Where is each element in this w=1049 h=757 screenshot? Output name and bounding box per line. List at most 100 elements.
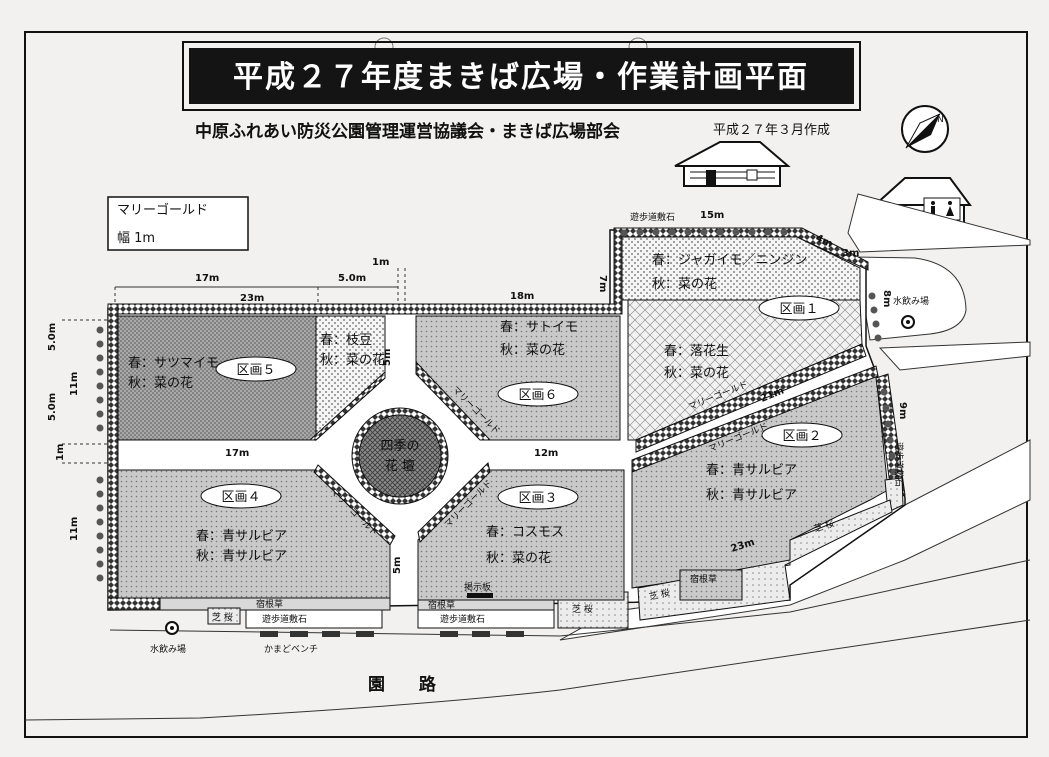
zone5-side-spring: 春：枝豆 [320,333,372,348]
zone3-autumn: 秋：菜の花 [486,550,551,566]
dim-17m-top: 17m [195,273,219,284]
dim-17m-mid: 17m [225,448,249,459]
zone4-name-badge [200,483,282,509]
dim-9m: 9m [897,402,908,419]
water-fountain-icon [901,315,915,329]
dim-8m: 8m [881,290,892,307]
zone3-name: 区画３ [518,491,557,506]
dim-1m-left: 1m [55,444,66,461]
sekkonso-right-bed [679,569,743,601]
legend-name: マリーゴールド [117,202,208,218]
zone5-border [308,370,386,441]
stepping-right-label: 遊歩道敷石 [893,442,905,487]
sheet-frame [24,31,1028,738]
water-area-path [855,256,967,341]
compass-icon: N [901,105,949,153]
dim-23m: 23m [240,293,264,304]
dim-12m: 12m [534,448,558,459]
bench-icon [260,631,524,637]
sekkonso-mid-label: 宿根草 [428,599,455,611]
zone5-name-badge [215,356,297,382]
center-bed-line1: 四季の [380,439,419,454]
zone1-top-spring: 春：ジャガイモ／ニンジン [652,253,807,268]
dim-5m-vertical-bottom: 5m [392,557,403,574]
marigold-dots-left [96,326,104,582]
zone1-top-autumn: 秋：菜の花 [652,276,717,292]
stepping-top-label: 遊歩道敷石 [630,211,675,223]
zone2-spring: 春：青サルビア [706,463,797,478]
zone3-name-badge [497,484,579,510]
zone6-name: 区画６ [518,388,557,403]
east-path [878,341,1031,371]
zone2-border-top [631,365,879,473]
center-flower-bed [358,414,442,498]
zone3-spring: 春：コスモス [486,525,564,540]
lawn-label-small: 芝 桜 [212,611,233,623]
sekkonso-right-label: 宿根草 [690,573,717,585]
stepping-bottom-left-label: 遊歩道敷石 [262,613,307,625]
dim-5m-top: 5.0m [338,273,366,284]
dim-5m-left-b: 5.0m [47,393,58,421]
north-path [847,193,1031,253]
road-label: 園 路 [368,674,450,695]
notice-board-icon [467,593,493,598]
zone1-autumn: 秋：菜の花 [664,365,729,381]
zone6-name-badge [497,381,579,407]
stepping-bottom-left-strip [245,609,383,629]
zone5-side-autumn: 秋：菜の花 [320,352,385,368]
log-house-icon [674,141,791,187]
zone5-spring: 春：サツマイモ [128,356,219,371]
dim-1m-top: 1m [372,257,389,268]
zone4-border [313,464,396,546]
zone1-name-badge [758,295,840,321]
dimension-guides-left [62,319,108,464]
zone1-border [635,343,867,453]
water-left-label: 水飲み場 [150,643,186,655]
dim-11m-left-a: 11m [69,372,80,396]
notice-board-label: 掲示板 [464,581,491,593]
road-edge-bottom [24,619,1031,721]
dim-3m: 3m [842,248,859,259]
zone1-spring: 春：落花生 [664,343,729,359]
stepping-bottom-right-strip [417,609,555,629]
zone4-bed [117,469,391,599]
lawn-label-left: 芝 桜 [572,603,593,615]
sekkonso-left-label: 宿根草 [256,598,283,610]
dim-5m-left-a: 5.0m [47,323,58,351]
zone1-name: 区画１ [779,302,818,317]
title-frame [182,41,861,111]
zone4-autumn: 秋：青サルビア [196,549,287,564]
legend-width: 幅 1m [117,231,155,246]
legend-box [107,196,249,251]
bench-label: かまどベンチ [264,644,318,655]
center-bed-line2: 花 壇 [385,458,415,474]
zone2-autumn: 秋：青サルビア [706,488,797,503]
compass-north-label: N [937,115,944,125]
zone6-border [415,360,492,441]
zone2-name-badge [761,422,843,448]
dim-5m-vertical-top: 5m [382,349,393,366]
title-banner [189,48,854,104]
dim-7m: 7m [597,275,608,292]
zone1-upper-bed [621,236,861,301]
zone2-name: 区画２ [782,429,821,444]
dim-18m: 18m [510,291,534,302]
marigold-dots-right [868,292,898,476]
water-right-label: 水飲み場 [893,295,929,307]
stepping-bottom-right-label: 遊歩道敷石 [440,613,485,625]
zone4-spring: 春：青サルビア [196,529,287,544]
page-title: 平成２７年度まきば広場・作業計画平面 [233,60,809,95]
lawn-small-bed [207,607,241,625]
zone6-spring: 春：サトイモ [500,320,578,335]
marigold-dots-top [620,228,788,237]
zone4-name: 区画４ [221,490,260,505]
created-date: 平成２７年３月作成 [713,123,830,138]
dim-11m-left-c: 11m [69,517,80,541]
zone3-border [417,462,491,544]
marigold-border-left [107,303,119,611]
zone6-autumn: 秋：菜の花 [500,342,565,358]
zone5-name: 区画５ [236,363,275,378]
zone5-autumn: 秋：菜の花 [128,375,193,391]
